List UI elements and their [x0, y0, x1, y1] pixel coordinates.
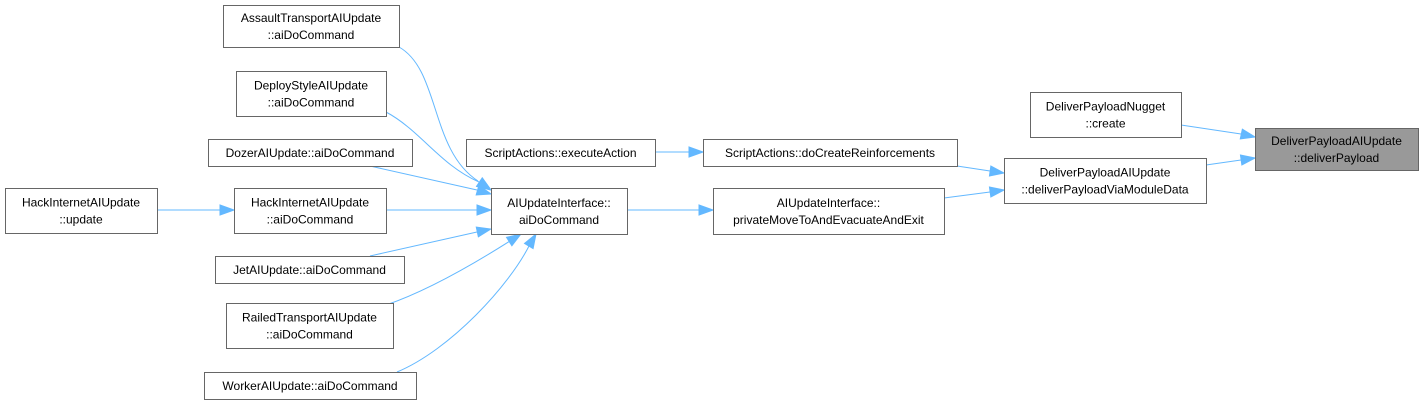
node-label-line: ::update — [59, 213, 103, 227]
nodes-layer: DeliverPayloadAIUpdate::deliverPayloadDe… — [5, 5, 1419, 400]
node-dozer[interactable]: DozerAIUpdate::aiDoCommand — [208, 139, 413, 167]
node-box — [491, 188, 628, 235]
node-label-line: DozerAIUpdate::aiDoCommand — [226, 146, 395, 160]
node-private-move[interactable]: AIUpdateInterface::privateMoveToAndEvacu… — [713, 188, 945, 235]
node-label-line: ::aiDoCommand — [268, 96, 355, 110]
edge-line — [385, 111, 480, 183]
edge-arrowhead — [1239, 154, 1257, 166]
edge-arrowhead — [1239, 128, 1257, 140]
node-box — [1030, 92, 1182, 138]
node-box — [208, 139, 413, 167]
edge-arrowhead — [505, 233, 523, 247]
node-box — [5, 188, 158, 234]
edge-nugget_create-to-root — [1180, 124, 1257, 140]
node-jet[interactable]: JetAIUpdate::aiDoCommand — [215, 256, 405, 284]
node-hack-update[interactable]: HackInternetAIUpdate::update — [5, 188, 158, 234]
edge-arrowhead — [988, 165, 1006, 177]
node-label-line: AIUpdateInterface:: — [507, 196, 610, 210]
node-box — [713, 188, 945, 235]
edge-line — [1180, 124, 1242, 135]
node-box — [1004, 158, 1207, 204]
node-hack-cmd[interactable]: HackInternetAIUpdate::aiDoCommand — [234, 188, 387, 234]
node-box — [226, 303, 394, 349]
node-label-line: JetAIUpdate::aiDoCommand — [233, 263, 386, 277]
edge-ai_do_command-to-private_move — [627, 204, 715, 216]
edge-arrowhead — [698, 204, 715, 216]
edge-hack_cmd-to-ai_do_command — [386, 204, 493, 216]
edge-arrowhead — [523, 232, 537, 250]
edge-execute_action-to-do_create_reinf — [655, 146, 705, 158]
node-label-line: ::deliverPayload — [1294, 151, 1379, 165]
edge-do_create_reinf-to-via_module — [956, 165, 1006, 177]
edge-railed-to-ai_do_command — [385, 233, 523, 306]
node-label-line: ScriptActions::doCreateReinforcements — [725, 146, 935, 160]
node-via-module[interactable]: DeliverPayloadAIUpdate::deliverPayloadVi… — [1004, 158, 1207, 204]
edge-line — [385, 240, 511, 306]
edge-dozer-to-ai_do_command — [369, 165, 493, 196]
edge-arrowhead — [475, 184, 493, 196]
edge-line — [398, 46, 479, 182]
node-label-line: ScriptActions::executeAction — [484, 146, 636, 160]
node-nugget-create[interactable]: DeliverPayloadNugget::create — [1030, 92, 1182, 138]
node-assault[interactable]: AssaultTransportAIUpdate::aiDoCommand — [223, 5, 400, 48]
node-box — [234, 188, 387, 234]
node-box — [466, 139, 656, 167]
node-label-line: ::aiDoCommand — [267, 213, 354, 227]
edge-private_move-to-via_module — [943, 186, 1006, 199]
node-box — [215, 256, 405, 284]
edge-hack_update-to-hack_cmd — [157, 204, 236, 216]
edge-jet-to-ai_do_command — [369, 226, 493, 257]
node-deploy[interactable]: DeployStyleAIUpdate::aiDoCommand — [236, 71, 387, 117]
node-label-line: HackInternetAIUpdate — [22, 196, 140, 210]
edge-line — [396, 243, 531, 373]
node-box — [204, 372, 417, 400]
edge-line — [956, 165, 991, 172]
edge-arrowhead — [219, 204, 236, 216]
node-label-line: DeliverPayloadNugget — [1046, 100, 1166, 114]
edge-line — [943, 191, 991, 199]
node-label-line: privateMoveToAndEvacuateAndExit — [733, 213, 924, 227]
node-do-create-reinf[interactable]: ScriptActions::doCreateReinforcements — [703, 139, 958, 167]
edge-via_module-to-root — [1205, 154, 1257, 166]
node-root[interactable]: DeliverPayloadAIUpdate::deliverPayload — [1255, 128, 1419, 171]
node-label-line: ::aiDoCommand — [268, 28, 355, 42]
node-label-line: ::deliverPayloadViaModuleData — [1021, 183, 1189, 197]
node-label-line: DeployStyleAIUpdate — [254, 79, 368, 93]
node-label-line: HackInternetAIUpdate — [251, 196, 369, 210]
node-label-line: aiDoCommand — [519, 213, 599, 227]
node-label-line: AssaultTransportAIUpdate — [241, 11, 382, 25]
node-label-line: ::create — [1085, 117, 1125, 131]
node-box — [1255, 128, 1419, 171]
edge-arrowhead — [475, 226, 493, 238]
node-label-line: DeliverPayloadAIUpdate — [1040, 166, 1171, 180]
node-worker[interactable]: WorkerAIUpdate::aiDoCommand — [204, 372, 417, 400]
edge-line — [1205, 159, 1242, 166]
edge-arrowhead — [688, 146, 705, 158]
node-railed[interactable]: RailedTransportAIUpdate::aiDoCommand — [226, 303, 394, 349]
node-label-line: WorkerAIUpdate::aiDoCommand — [222, 379, 397, 393]
node-box — [223, 5, 400, 48]
node-label-line: DeliverPayloadAIUpdate — [1271, 134, 1402, 148]
edge-line — [369, 165, 478, 191]
edge-worker-to-ai_do_command — [396, 232, 537, 373]
edges-layer — [157, 46, 1257, 373]
node-box — [703, 139, 958, 167]
node-ai-do-command[interactable]: AIUpdateInterface::aiDoCommand — [491, 188, 628, 235]
node-box — [236, 71, 387, 117]
node-label-line: RailedTransportAIUpdate — [242, 311, 377, 325]
edge-arrowhead — [476, 204, 493, 216]
edge-line — [369, 231, 478, 257]
node-label-line: ::aiDoCommand — [266, 328, 353, 342]
edge-arrowhead — [988, 186, 1006, 198]
node-label-line: AIUpdateInterface:: — [777, 196, 880, 210]
edge-assault-to-ai_do_command — [398, 46, 493, 191]
node-execute-action[interactable]: ScriptActions::executeAction — [466, 139, 656, 167]
